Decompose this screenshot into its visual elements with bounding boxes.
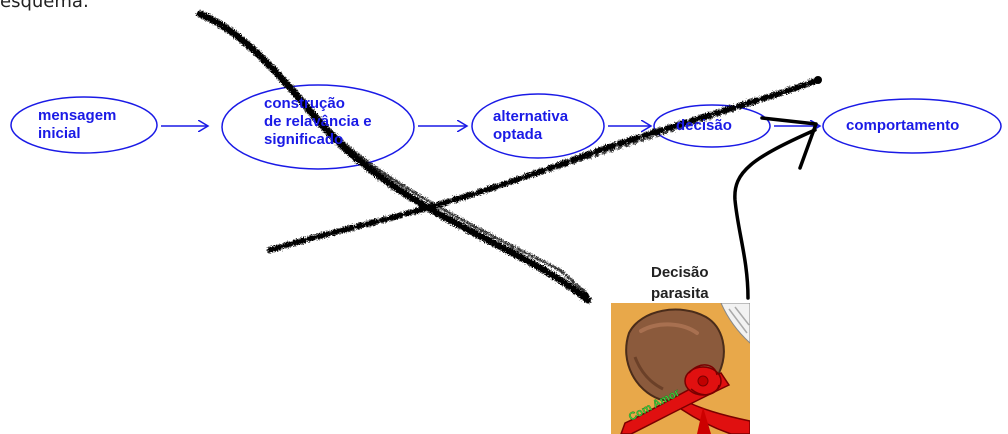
node-text-line: optada — [493, 126, 568, 144]
cross-out-scribble — [200, 14, 818, 300]
node-text-line: comportamento — [846, 117, 959, 135]
drumstick-gift-picture: Com Amor — [611, 303, 750, 434]
node-label-construcao: construção de relavância e significado — [264, 95, 372, 149]
node-text-line: decisão — [676, 117, 732, 135]
scribble-dot-end — [814, 76, 822, 84]
node-text-line: inicial — [38, 125, 116, 143]
node-label-decisao: decisão — [676, 117, 732, 135]
node-text-line: construção — [264, 95, 372, 113]
caption-line: parasita — [651, 283, 731, 304]
node-label-alternativa: alternativa optada — [493, 108, 568, 144]
parasite-decision-caption: Decisão parasita — [651, 262, 731, 304]
node-text-line: significado — [264, 131, 372, 149]
node-text-line: de relavância e — [264, 113, 372, 131]
node-label-mensagem-inicial: mensagem inicial — [38, 107, 116, 143]
node-label-comportamento: comportamento — [846, 117, 959, 135]
node-text-line: mensagem — [38, 107, 116, 125]
caption-line: Decisão — [651, 262, 731, 283]
scribble-dot-start — [581, 292, 589, 300]
node-text-line: alternativa — [493, 108, 568, 126]
